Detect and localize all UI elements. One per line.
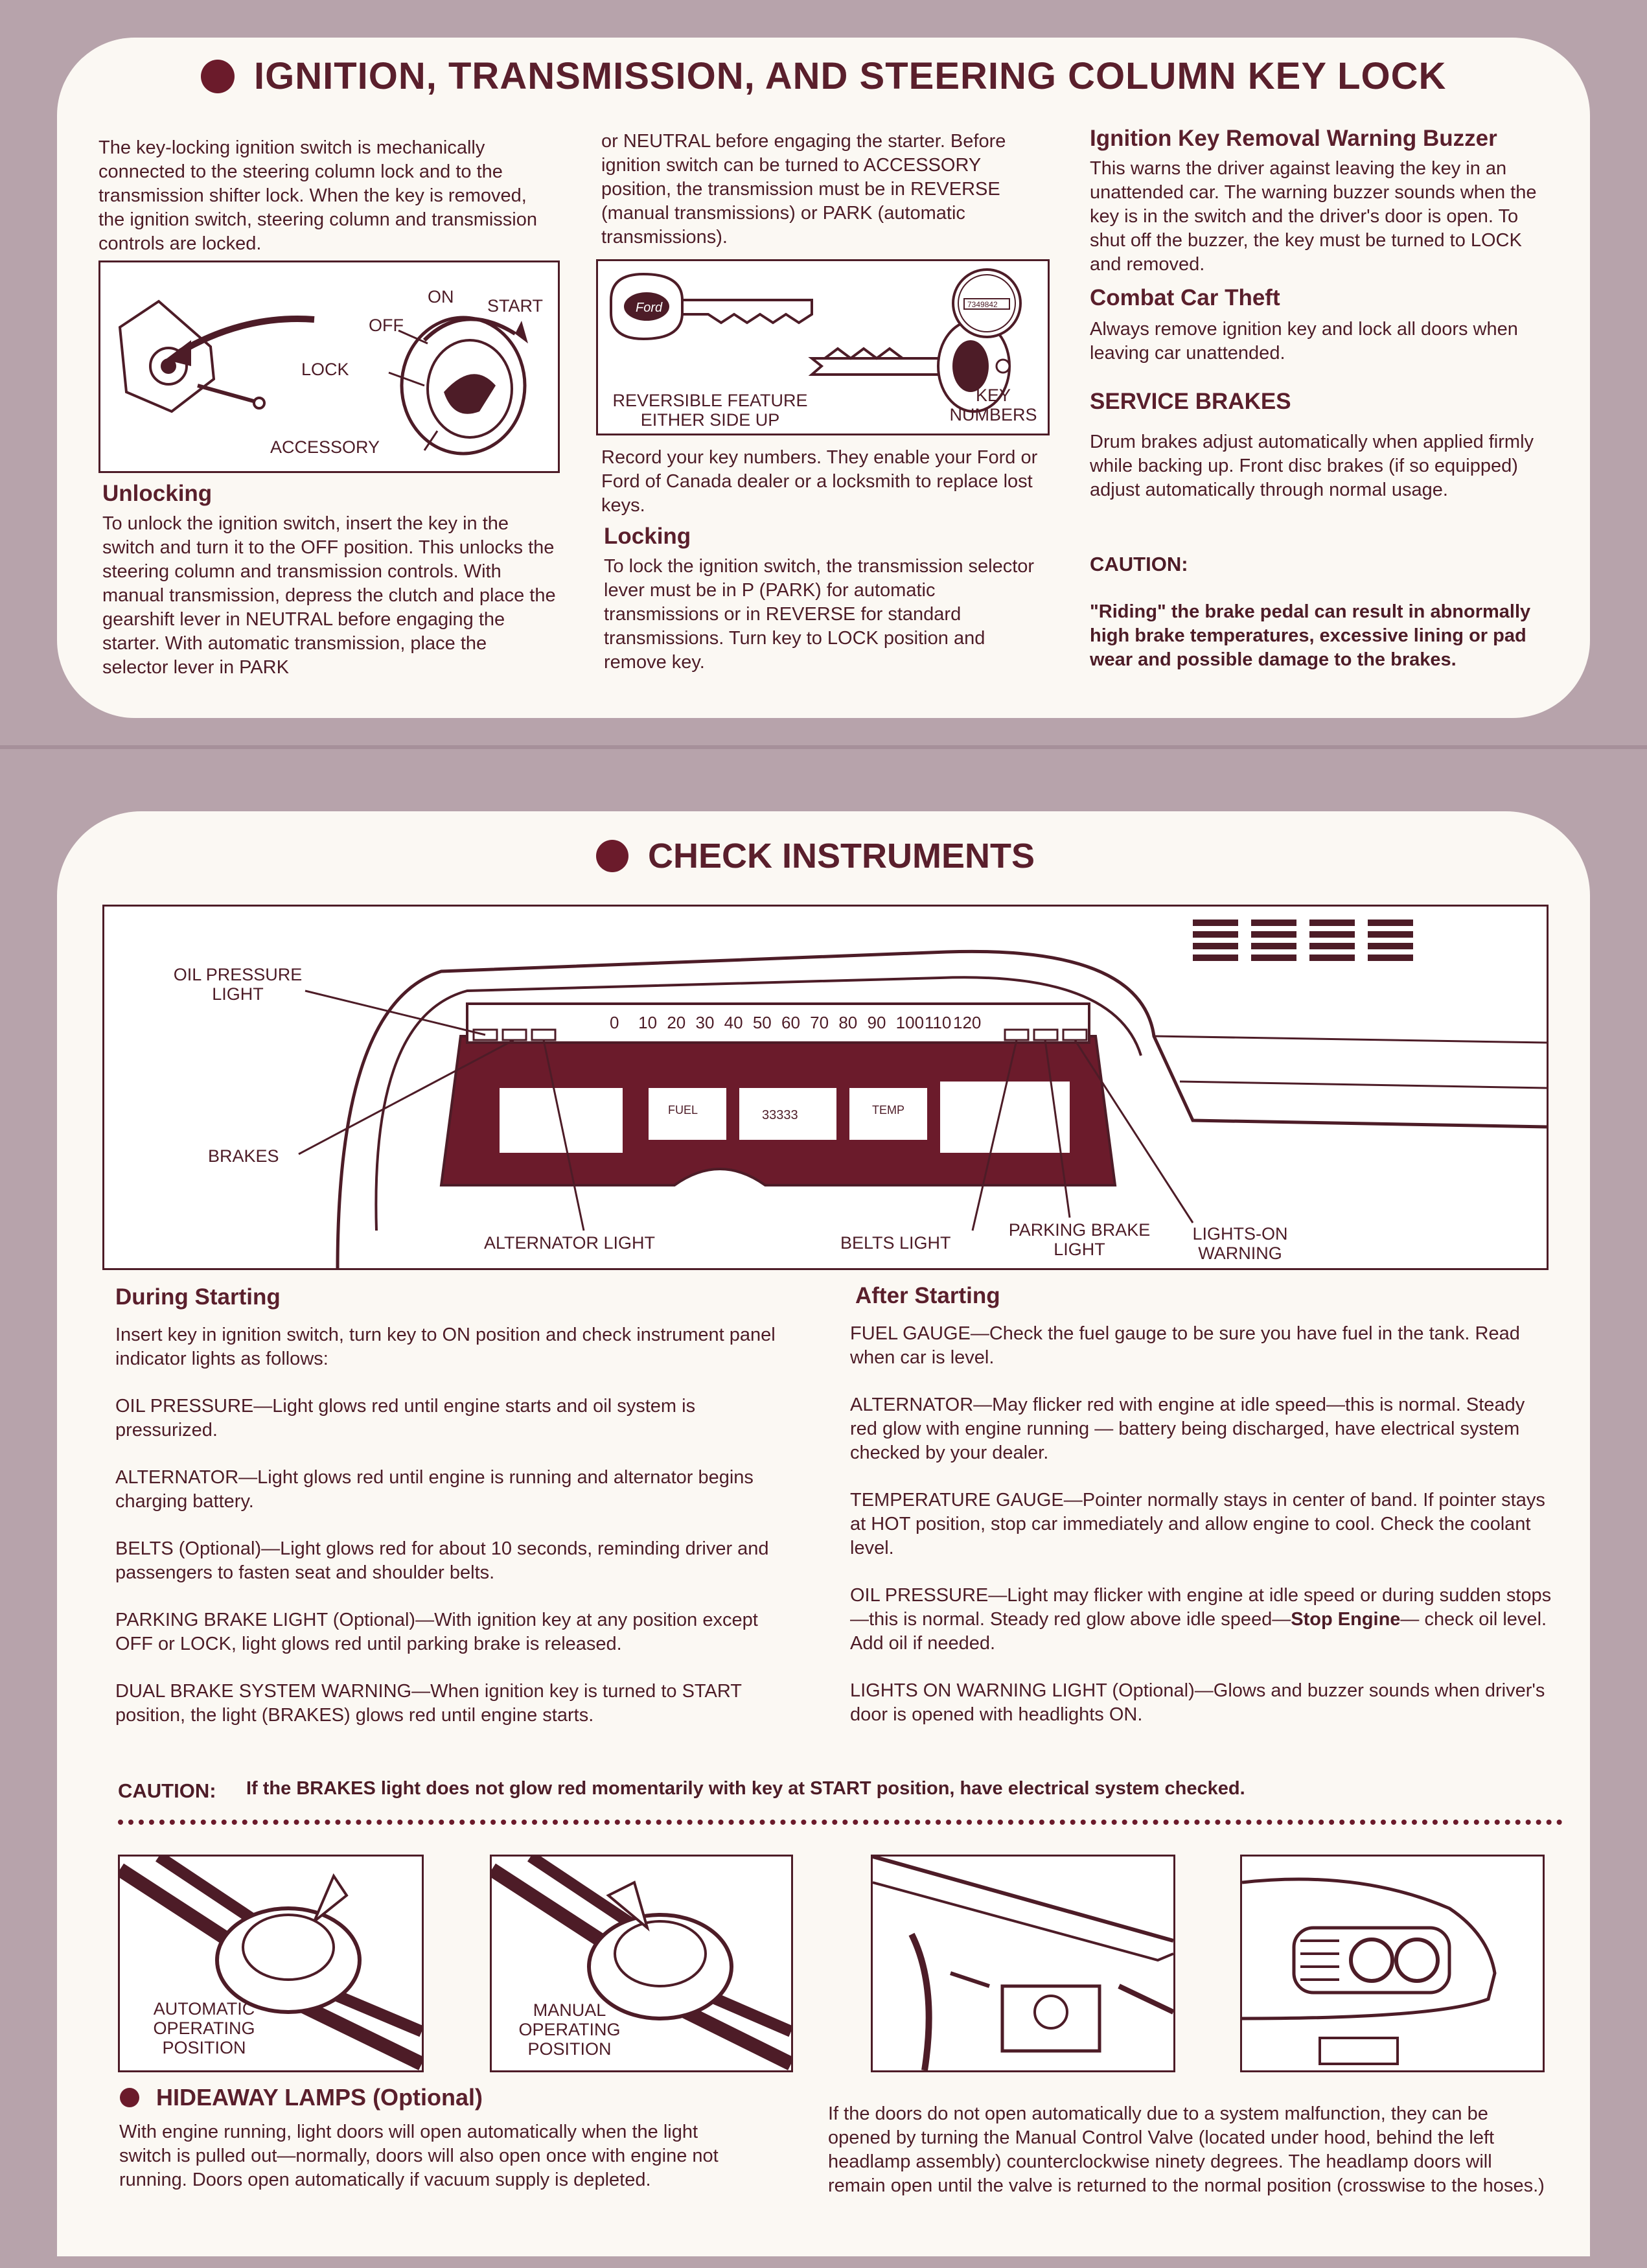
odometer-reading: 33333 bbox=[762, 1108, 798, 1122]
svg-text:Ford: Ford bbox=[636, 301, 663, 315]
bullet-dot-icon bbox=[120, 2088, 139, 2107]
instruments-caution-label: CAUTION: bbox=[118, 1779, 216, 1802]
during-item-dual-brake: DUAL BRAKE SYSTEM WARNING—When ignition … bbox=[115, 1681, 742, 1726]
hideaway-lamps-title: HIDEAWAY LAMPS (Optional) bbox=[156, 2084, 483, 2111]
belts-light-label: BELTS LIGHT bbox=[840, 1233, 951, 1253]
headlamp-illustration bbox=[1241, 1877, 1497, 2065]
key-figure: Ford 7349842 REVERSIBLE FEATURE EITHER S… bbox=[596, 259, 1050, 435]
start-label: START bbox=[487, 296, 544, 316]
accessory-label: ACCESSORY bbox=[270, 437, 380, 457]
brakes-caution-label: CAUTION: bbox=[1090, 553, 1188, 575]
engine-bay-figure bbox=[871, 1855, 1175, 2072]
parking-brake-light-label: PARKING BRAKE LIGHT bbox=[1008, 1220, 1151, 1259]
instruments-section-title: CHECK INSTRUMENTS bbox=[648, 837, 1035, 875]
theft-text: Always remove ignition key and lock all … bbox=[1090, 319, 1518, 364]
lights-on-warning-label: LIGHTS-ON WARNING bbox=[1192, 1224, 1288, 1263]
speedometer-number: 120 bbox=[953, 1013, 981, 1032]
automatic-valve-illustration bbox=[116, 1851, 425, 2070]
unlocking-heading: Unlocking bbox=[102, 481, 213, 506]
dashboard-callout-lines bbox=[298, 989, 1194, 1231]
alternator-light-label: ALTERNATOR LIGHT bbox=[484, 1233, 656, 1253]
speedometer-number: 10 bbox=[638, 1013, 657, 1032]
after-item-alternator: ALTERNATOR—May flicker red with engine a… bbox=[850, 1394, 1525, 1463]
during-starting-intro: Insert key in ignition switch, turn key … bbox=[115, 1325, 776, 1369]
page-fold bbox=[0, 745, 1647, 749]
after-starting-text: FUEL GAUGE—Check the fuel gauge to be su… bbox=[850, 1322, 1556, 1727]
key-numbers-label: KEY NUMBERS bbox=[949, 386, 1037, 424]
instruments-section-heading: CHECK INSTRUMENTS bbox=[596, 836, 1035, 876]
during-starting-heading: During Starting bbox=[115, 1284, 281, 1310]
during-item-belts: BELTS (Optional)—Light glows red for abo… bbox=[115, 1538, 769, 1583]
headlamp-figure bbox=[1240, 1855, 1545, 2072]
brakes-caution-text: "Riding" the brake pedal can result in a… bbox=[1090, 601, 1531, 670]
on-label: ON bbox=[428, 287, 454, 307]
key-numbers-text: Record your key numbers. They enable you… bbox=[601, 447, 1038, 516]
manual-valve-illustration bbox=[488, 1851, 794, 2070]
automatic-position-figure: AUTOMATIC OPERATING POSITION bbox=[116, 1851, 425, 2072]
speedometer-number: 60 bbox=[781, 1013, 800, 1032]
service-brakes-text: Drum brakes adjust automatically when ap… bbox=[1090, 432, 1534, 500]
speedometer-number: 70 bbox=[810, 1013, 829, 1032]
brakes-label: BRAKES bbox=[208, 1146, 279, 1166]
service-brakes-heading: SERVICE BRAKES bbox=[1090, 389, 1291, 414]
buzzer-heading: Ignition Key Removal Warning Buzzer bbox=[1090, 126, 1497, 151]
hideaway-text-right: If the doors do not open automatically d… bbox=[828, 2103, 1545, 2196]
speedometer-number: 110 bbox=[925, 1013, 951, 1032]
oil-pressure-text: OIL PRESSURE—Light may flicker with engi… bbox=[850, 1585, 1552, 1630]
automatic-position-label: AUTOMATIC OPERATING POSITION bbox=[153, 1999, 255, 2057]
speedometer-number: 30 bbox=[696, 1013, 715, 1032]
theft-heading: Combat Car Theft bbox=[1090, 285, 1280, 310]
speedometer-number: 40 bbox=[724, 1013, 743, 1032]
during-starting-text: Insert key in ignition switch, turn key … bbox=[115, 1323, 789, 1728]
during-item-oil-pressure: OIL PRESSURE—Light glows red until engin… bbox=[115, 1396, 696, 1441]
key-tag-number: 7349842 bbox=[967, 300, 998, 309]
temp-gauge-label: TEMP bbox=[872, 1104, 904, 1117]
manual-position-figure: MANUAL OPERATING POSITION bbox=[488, 1851, 794, 2072]
ignition-col2-top: or NEUTRAL before engaging the starter. … bbox=[601, 131, 1006, 248]
locking-heading: Locking bbox=[604, 524, 691, 549]
oil-pressure-suffix: — check oil level. Add oil if needed. bbox=[850, 1609, 1547, 1654]
speedometer-number: 80 bbox=[838, 1013, 857, 1032]
ignition-switch-illustration bbox=[118, 299, 528, 456]
engine-bay-illustration bbox=[872, 1855, 1175, 2071]
buzzer-text: This warns the driver against leaving th… bbox=[1090, 158, 1537, 275]
unlocking-text: To unlock the ignition switch, insert th… bbox=[102, 513, 556, 678]
fuel-gauge-label: FUEL bbox=[668, 1104, 698, 1117]
manual-position-label: MANUAL OPERATING POSITION bbox=[518, 2000, 621, 2059]
oil-pressure-light-label: OIL PRESSURE LIGHT bbox=[173, 965, 303, 1004]
speedometer-number: 50 bbox=[753, 1013, 772, 1032]
ignition-switch-figure: ON START OFF LOCK ACCESSORY bbox=[98, 260, 560, 473]
after-item-temperature: TEMPERATURE GAUGE—Pointer normally stays… bbox=[850, 1490, 1545, 1558]
off-label: OFF bbox=[369, 316, 404, 335]
speedometer-number: 0 bbox=[610, 1013, 619, 1032]
ignition-section-title: IGNITION, TRANSMISSION, AND STEERING COL… bbox=[254, 55, 1447, 97]
bullet-dot-icon bbox=[201, 59, 235, 93]
instruments-caution-text: If the BRAKES light does not glow red mo… bbox=[246, 1778, 1245, 1799]
reversible-feature-label: REVERSIBLE FEATURE EITHER SIDE UP bbox=[612, 391, 808, 430]
after-item-fuel-gauge: FUEL GAUGE—Check the fuel gauge to be su… bbox=[850, 1323, 1520, 1368]
after-item-lights-on: LIGHTS ON WARNING LIGHT (Optional)—Glows… bbox=[850, 1680, 1545, 1725]
hideaway-text-left: With engine running, light doors will op… bbox=[119, 2122, 719, 2190]
during-item-parking-brake: PARKING BRAKE LIGHT (Optional)—With igni… bbox=[115, 1610, 758, 1654]
dotted-divider bbox=[118, 1820, 1563, 1825]
speedometer-number: 20 bbox=[667, 1013, 685, 1032]
speedometer-number: 90 bbox=[868, 1013, 886, 1032]
key-illustration: Ford 7349842 bbox=[610, 268, 1022, 413]
ignition-section-heading: IGNITION, TRANSMISSION, AND STEERING COL… bbox=[201, 54, 1446, 98]
ignition-intro: The key-locking ignition switch is mecha… bbox=[98, 137, 537, 254]
hideaway-lamps-heading: HIDEAWAY LAMPS (Optional) bbox=[120, 2084, 483, 2111]
during-item-alternator: ALTERNATOR—Light glows red until engine … bbox=[115, 1467, 754, 1512]
after-starting-heading: After Starting bbox=[855, 1283, 1000, 1308]
stop-engine-emphasis: Stop Engine bbox=[1291, 1609, 1401, 1630]
speedometer-number: 100 bbox=[896, 1013, 924, 1032]
bullet-dot-icon bbox=[596, 840, 628, 872]
locking-text: To lock the ignition switch, the transmi… bbox=[604, 556, 1035, 673]
after-item-oil-pressure: OIL PRESSURE—Light may flicker with engi… bbox=[850, 1584, 1556, 1656]
lock-label: LOCK bbox=[301, 360, 349, 379]
